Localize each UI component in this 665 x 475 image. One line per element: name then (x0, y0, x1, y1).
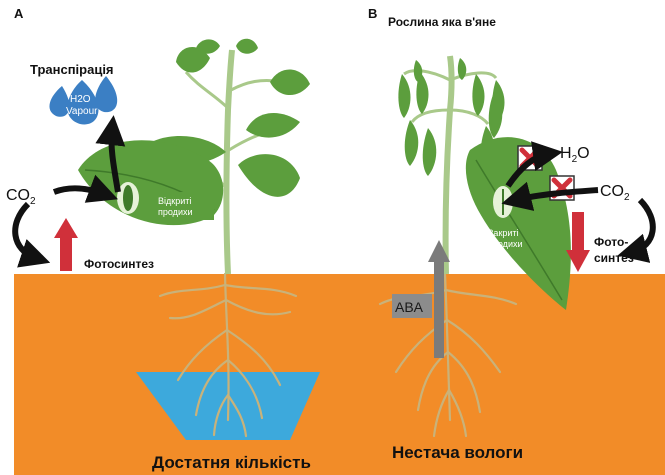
co2-curve-arrow (15, 204, 36, 258)
co2-curve-arrow-b (632, 200, 653, 252)
wilting-title: Рослина яка в'яне (388, 15, 496, 29)
panel-a-letter: A (14, 6, 24, 21)
co2-label-b: CO2 (600, 183, 630, 203)
open-stomata-line1: Відкриті (158, 196, 191, 206)
vapour-text: Vapour (66, 106, 98, 117)
caption-b: Нестача вологи (392, 443, 523, 462)
photosynthesis-label-b2: синтез (594, 251, 634, 265)
soil-ground (14, 274, 665, 475)
caption-a: Достатня кількість (152, 453, 311, 472)
transpiration-label: Транспірація (30, 62, 114, 77)
panel-b-letter: B (368, 6, 377, 21)
co2-in-arrow (54, 188, 104, 194)
open-stomata-line2: продихи (158, 207, 193, 217)
vapour-h2o-text: H2O (70, 94, 91, 105)
photosynthesis-up-arrow (54, 218, 78, 271)
closed-stomata-line2: продихи (488, 239, 523, 249)
h2o-label-b: H2O (560, 145, 590, 165)
closed-stomata-line1: Закриті (488, 228, 519, 238)
aba-label: ABA (395, 299, 424, 315)
photosynthesis-label-b1: Фото- (594, 235, 628, 249)
photosynthesis-label-a: Фотосинтез (84, 257, 154, 271)
co2-label-a: CO2 (6, 187, 36, 207)
